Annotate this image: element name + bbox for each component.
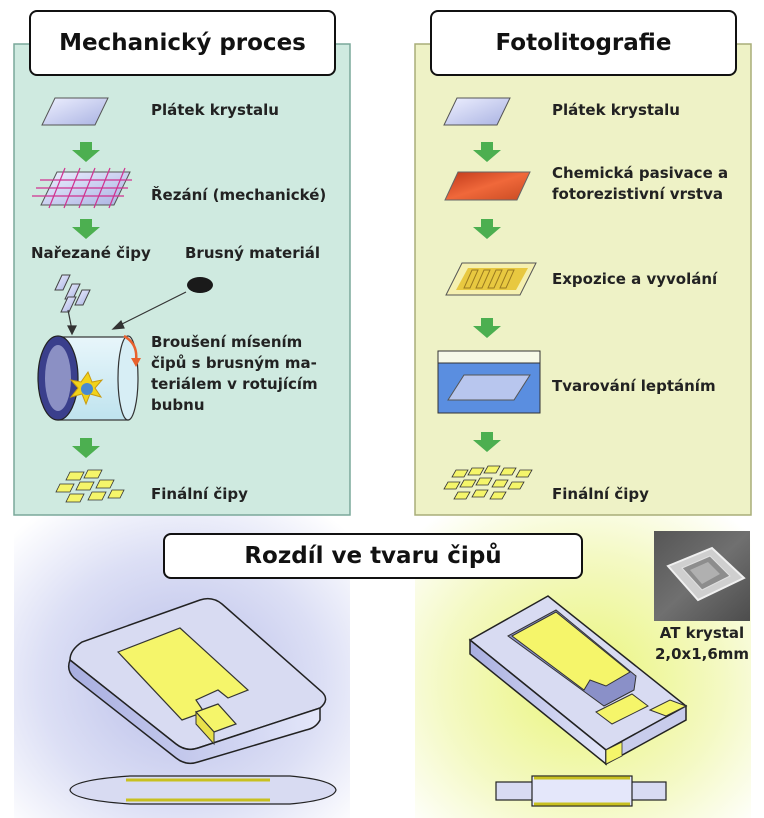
- arrow-down-icon: [473, 142, 501, 162]
- photo-caption-2: 2,0x1,6mm: [654, 645, 750, 663]
- label-left-final: Finální čipy: [151, 485, 248, 503]
- mechanical-chip-3d: [67, 597, 327, 765]
- drum-icon: [37, 334, 141, 421]
- label-passivation-1: Chemická pasivace a: [552, 164, 729, 182]
- abrasive-icon: [187, 277, 213, 293]
- label-right-final: Finální čipy: [552, 485, 649, 503]
- right-wafer-icon: [443, 97, 511, 126]
- label-exposure: Expozice a vyvolání: [552, 270, 718, 288]
- cutting-wafer-icon: [32, 167, 132, 209]
- mechanical-chip-profile: [69, 775, 337, 805]
- right-title: Fotolitografie: [430, 10, 737, 76]
- at-crystal-photo: [654, 531, 750, 621]
- cut-chips-icon: [54, 274, 91, 313]
- label-right-wafer: Plátek krystalu: [552, 101, 680, 119]
- arrow-down-icon: [473, 432, 501, 452]
- arrow-down-icon: [72, 219, 100, 239]
- arrow-down-icon: [473, 318, 501, 338]
- photolitho-chip-profile: [495, 775, 667, 807]
- left-title: Mechanický proces: [29, 10, 336, 76]
- etching-bath-icon: [437, 350, 541, 414]
- label-grinding-4: bubnu: [151, 396, 205, 414]
- label-abrasive: Brusný materiál: [185, 244, 321, 262]
- photo-caption-1: AT krystal: [659, 624, 745, 642]
- resist-wafer-icon: [444, 171, 531, 201]
- arrow-down-icon: [72, 438, 100, 458]
- final-chips-icon-left: [55, 469, 125, 503]
- label-grinding-2: čipů s brusným ma-: [151, 354, 317, 372]
- feed-arrows: [67, 291, 187, 336]
- label-cut-chips: Nařezané čipy: [31, 244, 151, 262]
- label-grinding-1: Broušení mísením: [151, 333, 303, 351]
- photolitho-chip-3d: [468, 595, 688, 766]
- final-chips-icon-right: [443, 465, 533, 500]
- label-left-wafer: Plátek krystalu: [151, 101, 279, 119]
- left-wafer-icon: [41, 97, 109, 126]
- label-etching: Tvarování leptáním: [552, 377, 716, 395]
- exposure-wafer-icon: [445, 262, 537, 296]
- label-passivation-2: fotorezistivní vrstva: [552, 185, 723, 203]
- arrow-down-icon: [72, 142, 100, 162]
- arrow-down-icon: [473, 219, 501, 239]
- label-grinding-3: teriálem v rotujícím: [151, 375, 318, 393]
- bottom-title: Rozdíl ve tvaru čipů: [163, 533, 583, 579]
- label-cutting: Řezání (mechanické): [151, 186, 327, 204]
